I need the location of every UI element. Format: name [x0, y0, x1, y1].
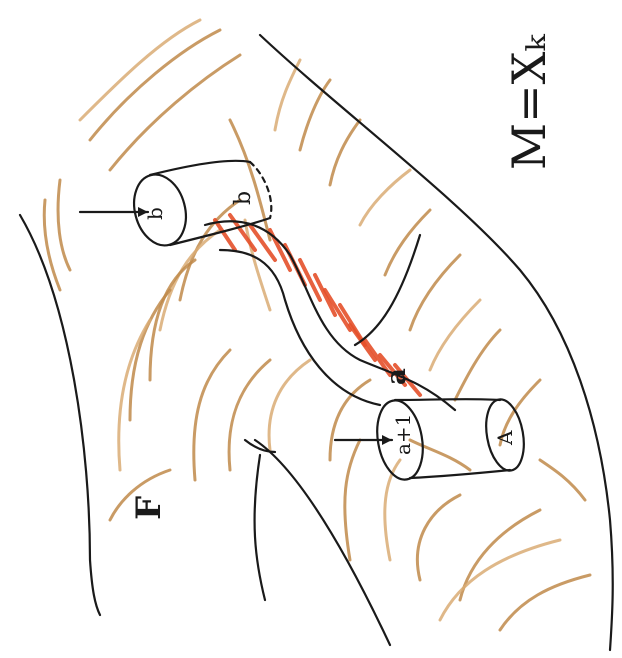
formula-label: M=Xₖ [502, 34, 556, 170]
strip-label: a [382, 368, 412, 385]
region-f-label: F [129, 496, 169, 520]
bottom-rim-label: A [493, 430, 517, 446]
bottom-section-label: a+1 [391, 414, 415, 455]
top-rim-label: b [143, 207, 167, 220]
top-section-label: b [231, 191, 256, 205]
strip-hatching [215, 215, 420, 395]
strip-outline [205, 221, 455, 410]
top-cylinder [80, 161, 271, 251]
